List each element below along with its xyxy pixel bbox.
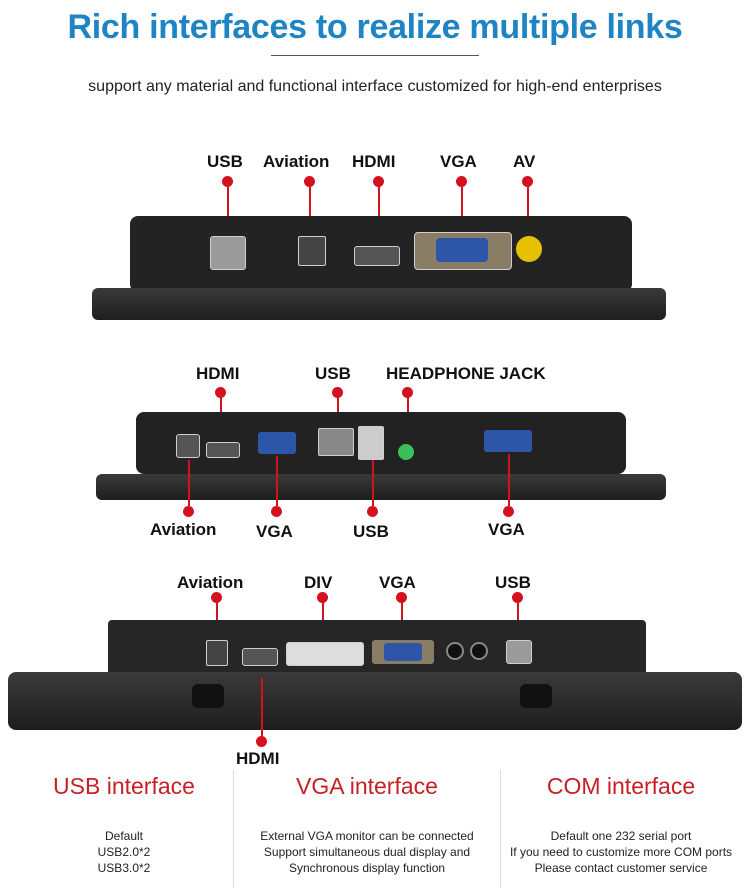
pointer-dot	[183, 506, 194, 517]
feature-usb: USB interface Default USB2.0*2 USB3.0*2	[0, 773, 248, 876]
pointer-dot	[271, 506, 282, 517]
pointer-dot	[456, 176, 467, 187]
usb-b-port	[506, 640, 532, 664]
pointer-dot	[332, 387, 343, 398]
device2-label-hdmi: HDMI	[196, 364, 240, 383]
device2-label-vga: VGA	[256, 522, 293, 541]
usb-b-port	[210, 236, 246, 270]
dvi-port	[286, 642, 364, 666]
feature-line: External VGA monitor can be connected	[260, 829, 474, 843]
feature-title: VGA interface	[296, 773, 438, 799]
aviation-port	[298, 236, 326, 266]
audio-jack	[470, 642, 488, 660]
device2-label-vga-right: VGA	[488, 520, 525, 539]
feature-line: Default one 232 serial port	[550, 829, 692, 843]
pointer-dot	[317, 592, 328, 603]
device3-bezel	[8, 672, 742, 730]
pointer-dot	[396, 592, 407, 603]
pointer-line	[527, 184, 529, 222]
pointer-line	[309, 184, 311, 222]
pointer-line	[372, 460, 374, 506]
pointer-dot	[512, 592, 523, 603]
device3-label-usb: USB	[495, 573, 531, 592]
pointer-dot	[222, 176, 233, 187]
pointer-dot	[215, 387, 226, 398]
hdmi-port	[242, 648, 278, 666]
feature-title: USB interface	[53, 773, 195, 799]
device2-label-usb-bottom: USB	[353, 522, 389, 541]
vga-connector	[484, 430, 532, 452]
lan-port	[318, 428, 354, 456]
feature-line: Support simultaneous dual display and	[263, 845, 471, 859]
vga-connector	[436, 238, 488, 262]
device2-label-aviation: Aviation	[150, 520, 217, 539]
pointer-line	[461, 184, 463, 222]
device2-label-usb: USB	[315, 364, 351, 383]
pointer-dot	[402, 387, 413, 398]
mount-slot	[192, 684, 224, 708]
column-divider	[500, 770, 501, 888]
mount-slot	[520, 684, 552, 708]
vga-connector	[384, 643, 422, 661]
device2-bezel	[96, 474, 666, 500]
pointer-dot	[503, 506, 514, 517]
device3-label-vga: VGA	[379, 573, 416, 592]
feature-line: Please contact customer service	[534, 861, 708, 875]
hdmi-port	[206, 442, 240, 458]
pointer-dot	[211, 592, 222, 603]
pointer-dot	[373, 176, 384, 187]
pointer-dot	[256, 736, 267, 747]
device3-label-aviation: Aviation	[177, 573, 244, 592]
feature-line: Default	[104, 829, 144, 843]
usb-a-ports	[358, 426, 384, 460]
pointer-line	[276, 456, 278, 506]
column-divider	[233, 770, 234, 888]
device1-label-av: AV	[513, 152, 536, 171]
pointer-line	[227, 184, 229, 222]
feature-com: COM interface Default one 232 serial por…	[501, 773, 741, 876]
pointer-dot	[367, 506, 378, 517]
av-port	[516, 236, 542, 262]
feature-line: USB3.0*2	[97, 861, 151, 875]
hdmi-port	[354, 246, 400, 266]
device1-label-vga: VGA	[440, 152, 477, 171]
feature-line: Synchronous display function	[288, 861, 446, 875]
device1-bezel	[92, 288, 666, 320]
pointer-line	[508, 454, 510, 506]
device3-label-hdmi: HDMI	[236, 749, 280, 768]
vga-connector	[258, 432, 296, 454]
pointer-dot	[304, 176, 315, 187]
feature-line: USB2.0*2	[97, 845, 151, 859]
page-subtitle: support any material and functional inte…	[88, 78, 662, 95]
feature-line: If you need to customize more COM ports	[509, 845, 733, 859]
device1-label-usb: USB	[207, 152, 243, 171]
pointer-line	[188, 460, 190, 506]
device3-label-div: DIV	[304, 573, 333, 592]
pointer-line	[261, 678, 263, 738]
feature-vga: VGA interface External VGA monitor can b…	[234, 773, 500, 876]
feature-title: COM interface	[546, 773, 696, 799]
audio-jack	[446, 642, 464, 660]
device1-label-aviation: Aviation	[263, 152, 330, 171]
device1-label-hdmi: HDMI	[352, 152, 396, 171]
pointer-dot	[522, 176, 533, 187]
pointer-line	[378, 184, 380, 222]
title-divider	[271, 55, 479, 56]
headphone-jack	[398, 444, 414, 460]
aviation-port	[206, 640, 228, 666]
device2-label-headphone-jack: HEADPHONE JACK	[386, 364, 546, 383]
page-title: Rich interfaces to realize multiple link…	[67, 8, 683, 46]
aviation-port	[176, 434, 200, 458]
